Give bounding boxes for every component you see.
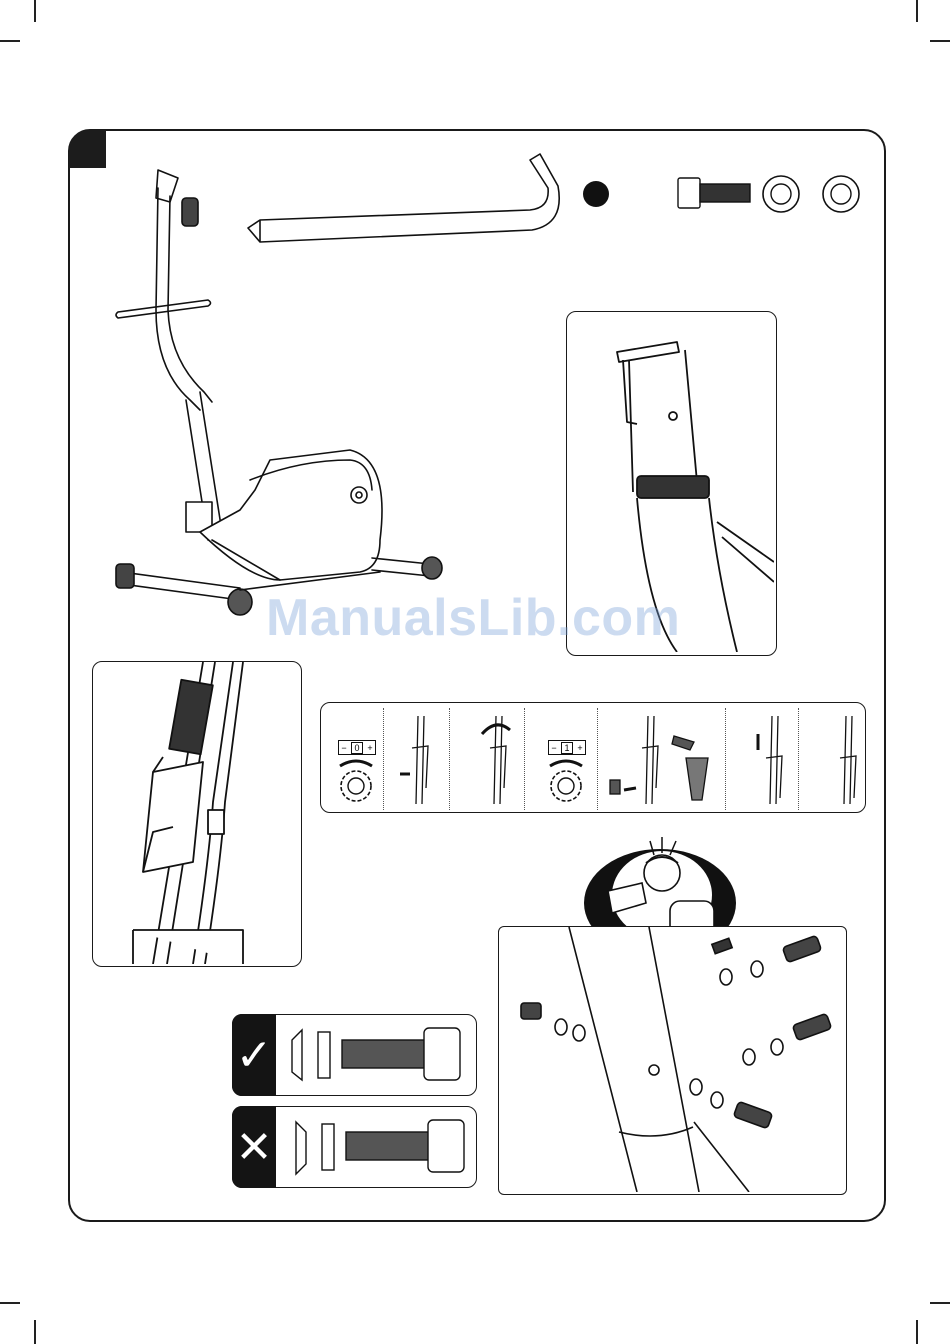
crop-mark	[34, 0, 36, 22]
watermark: ManualsLib.com	[266, 588, 680, 648]
crop-mark	[0, 40, 20, 42]
sequence-separator	[383, 708, 384, 810]
crop-mark	[916, 0, 918, 22]
sequence-separator	[597, 708, 598, 810]
check-icon: ✓	[236, 1030, 273, 1081]
sequence-separator	[798, 708, 799, 810]
dial-b-label: − 1 +	[548, 740, 586, 755]
correct-badge: ✓	[232, 1014, 276, 1096]
crop-mark	[34, 1320, 36, 1344]
wrong-badge: ✕	[232, 1106, 276, 1188]
sequence-step-7	[820, 708, 866, 808]
crop-mark	[916, 1320, 918, 1344]
wrong-bolt-drawing	[290, 1112, 470, 1182]
crop-mark	[930, 1302, 950, 1304]
dial-a-value: 0	[351, 742, 362, 754]
detail-panel-bolts	[498, 926, 847, 1195]
flat-washer-icon	[820, 173, 862, 215]
sequence-step-5	[604, 708, 722, 808]
crop-mark	[930, 40, 950, 42]
dial-b-minus: −	[551, 743, 556, 753]
dial-b-value: 1	[561, 742, 572, 754]
sequence-step-3	[476, 708, 522, 808]
bolt-icon	[676, 176, 754, 210]
detail-panel-cable	[92, 661, 302, 967]
cross-icon: ✕	[236, 1122, 273, 1173]
sequence-step-6	[746, 708, 792, 808]
sequence-step-2	[392, 708, 444, 808]
sequence-separator	[524, 708, 525, 810]
correct-bolt-drawing	[286, 1020, 466, 1090]
black-dot-icon	[580, 178, 612, 210]
bolts-detail-drawing	[499, 927, 844, 1192]
dial-a-label: − 0 +	[338, 740, 376, 755]
crop-mark	[0, 1302, 20, 1304]
cable-detail-drawing	[93, 662, 299, 964]
dial-b-plus: +	[577, 743, 582, 753]
dial-a-minus: −	[341, 743, 346, 753]
spring-washer-icon	[760, 173, 802, 215]
sequence-separator	[449, 708, 450, 810]
allen-key-icon	[240, 150, 570, 250]
dial-b-icon	[544, 756, 588, 804]
sequence-separator	[725, 708, 726, 810]
dial-a-plus: +	[367, 743, 372, 753]
dial-a-icon	[334, 756, 378, 804]
